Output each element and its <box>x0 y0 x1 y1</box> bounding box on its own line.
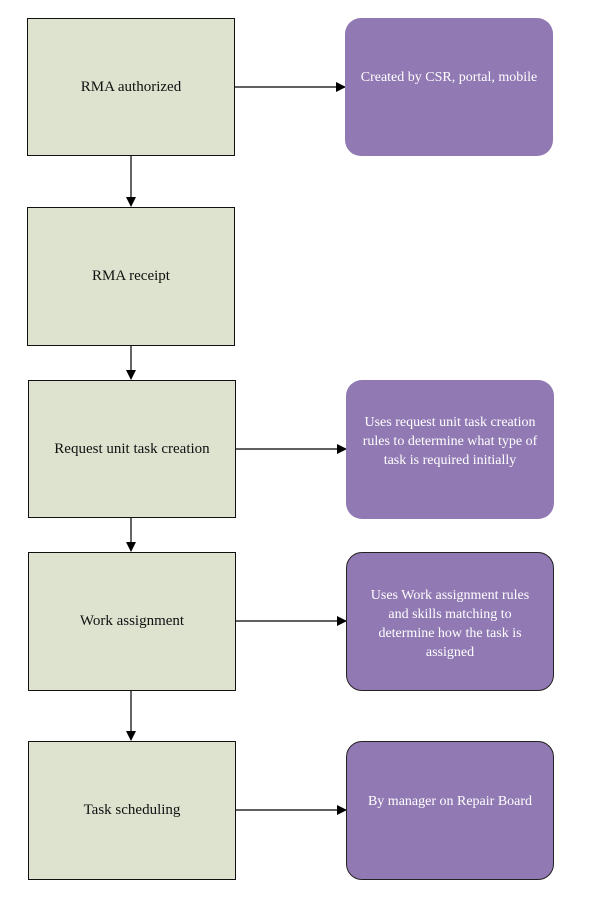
note-text: By manager on Repair Board <box>367 794 533 809</box>
note-work-assignment: Uses Work assignment rules and skills ma… <box>346 552 554 691</box>
step-work-assignment: Work assignment <box>28 552 236 691</box>
step-label: RMA authorized <box>80 78 182 95</box>
note-text: Created by CSR, portal, mobile <box>360 70 538 85</box>
step-request-unit-task-creation: Request unit task creation <box>28 380 236 518</box>
step-task-scheduling: Task scheduling <box>28 741 236 880</box>
step-label: Request unit task creation <box>54 440 210 457</box>
step-label: RMA receipt <box>92 268 170 284</box>
step-label: Task scheduling <box>83 802 181 818</box>
step-label: Work assignment <box>79 613 185 629</box>
note-text: Uses Work assignment rules and skills ma… <box>370 588 530 660</box>
note-text: Uses request unit task creation rules to… <box>362 415 538 468</box>
step-rma-receipt: RMA receipt <box>27 207 235 346</box>
step-rma-authorized: RMA authorized <box>27 18 235 156</box>
note-request-unit-task-creation: Uses request unit task creation rules to… <box>346 380 554 519</box>
note-rma-authorized: Created by CSR, portal, mobile <box>345 18 553 156</box>
note-task-scheduling: By manager on Repair Board <box>346 741 554 880</box>
